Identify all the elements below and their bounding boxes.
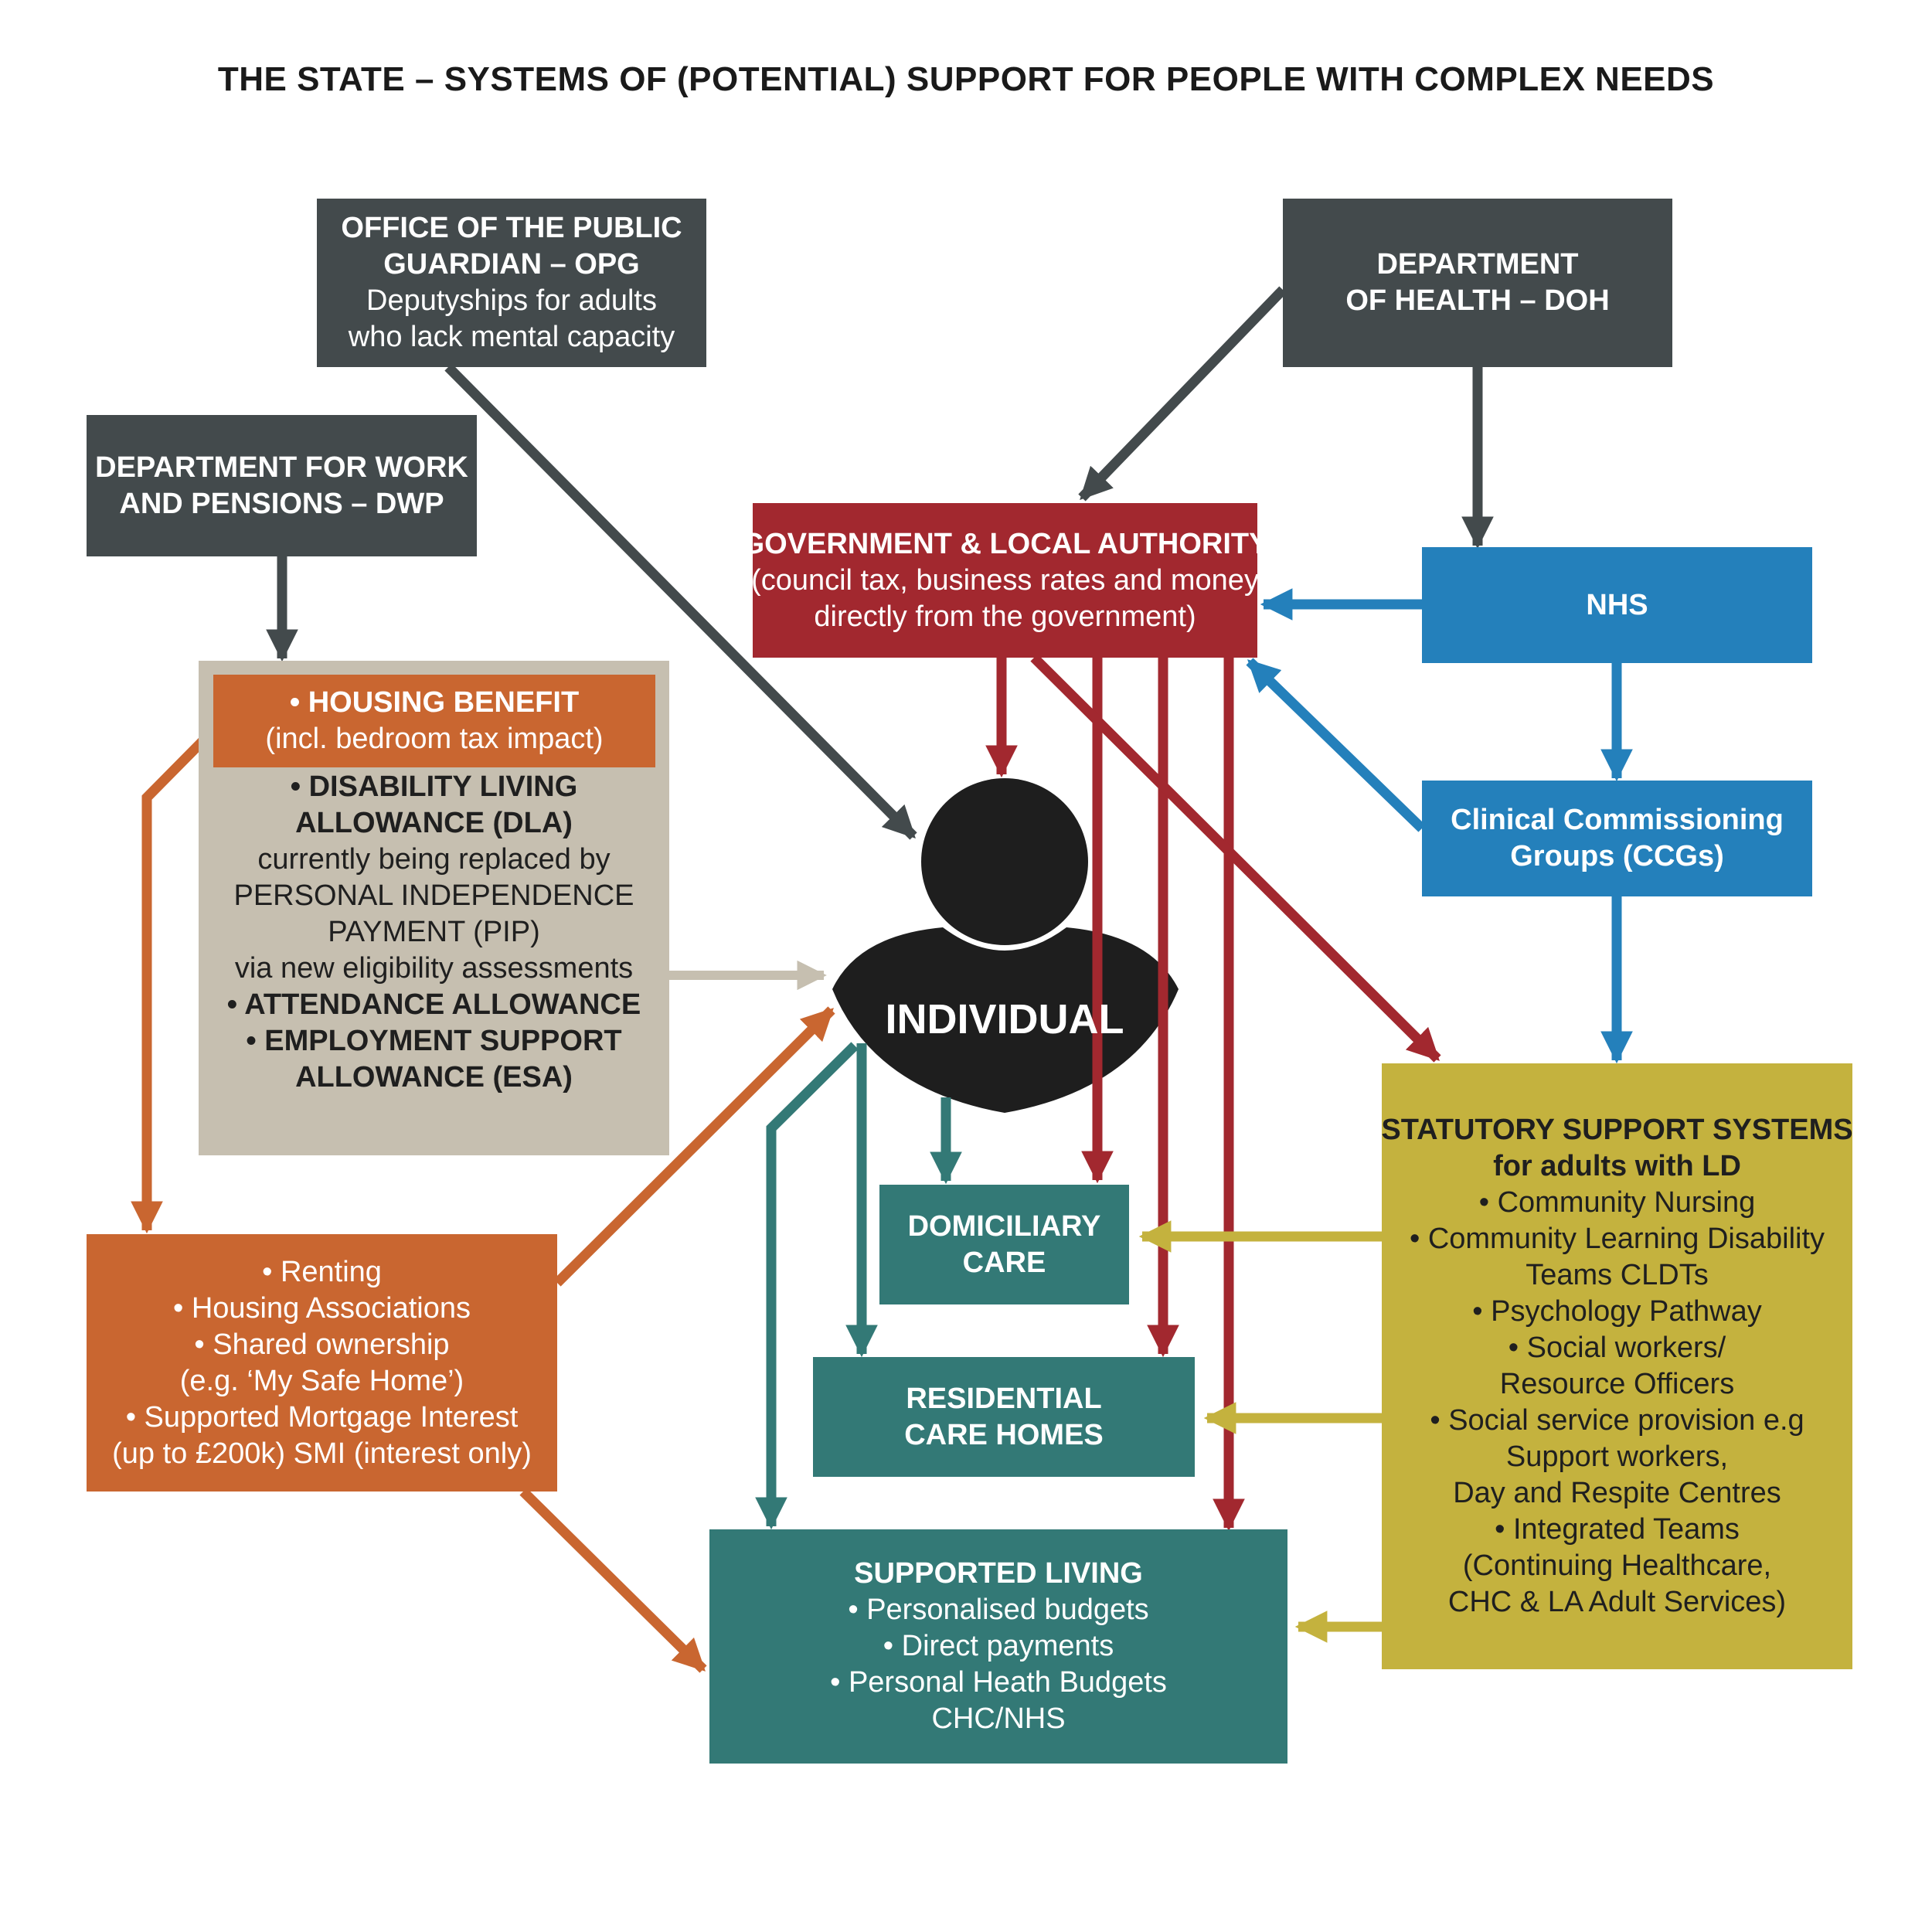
opg-line: Deputyships for adults xyxy=(366,284,657,317)
edges-teal xyxy=(755,1042,962,1530)
ccg-line: Clinical Commissioning xyxy=(1451,804,1784,836)
housing-benefit-line: (incl. bedroom tax impact) xyxy=(265,723,604,755)
statutory-line: • Community Learning Disability xyxy=(1409,1223,1825,1255)
supported-living-line: CHC/NHS xyxy=(931,1702,1066,1735)
node-housing: • Renting• Housing Associations• Shared … xyxy=(87,1234,557,1492)
individual-label: INDIVIDUAL xyxy=(885,996,1124,1043)
benefits-line: via new eligibility assessments xyxy=(234,952,634,985)
ccg-line: Groups (CCGs) xyxy=(1510,840,1724,872)
edges-orange xyxy=(131,726,835,1673)
edge-gov-to-statutory xyxy=(1030,654,1441,1063)
benefits-line: • EMPLOYMENT SUPPORT xyxy=(246,1025,622,1057)
housing-benefit-line: • HOUSING BENEFIT xyxy=(289,686,580,719)
statutory-line: • Community Nursing xyxy=(1478,1186,1756,1219)
individual-figure xyxy=(832,778,1179,1113)
edges-dark xyxy=(266,286,1494,840)
housing-line: (e.g. ‘My Safe Home’) xyxy=(179,1364,464,1397)
edge-housing-to-individual xyxy=(553,1006,835,1287)
supported-living-line: • Personalised budgets xyxy=(848,1594,1149,1626)
edge-individual-to-supported-living xyxy=(755,1042,859,1530)
dwp-line: DEPARTMENT FOR WORK xyxy=(95,451,468,484)
gov-line: GOVERNMENT & LOCAL AUTHORITY xyxy=(741,527,1269,560)
benefits-line: currently being replaced by xyxy=(257,843,611,876)
benefits-line: PAYMENT (PIP) xyxy=(328,916,540,948)
opg-line: who lack mental capacity xyxy=(348,321,675,353)
node-housing-benefit: • HOUSING BENEFIT (incl. bedroom tax impa… xyxy=(213,675,655,767)
supported-living-line: • Direct payments xyxy=(883,1630,1114,1662)
individual-body-shape xyxy=(832,927,1179,1113)
housing-line: • Renting xyxy=(262,1255,382,1288)
edges-olive xyxy=(1138,1220,1387,1643)
housing-line: (up to £200k) SMI (interest only) xyxy=(112,1437,532,1470)
statutory-line: for adults with LD xyxy=(1493,1150,1741,1182)
supported-living-line: • Personal Heath Budgets xyxy=(830,1666,1167,1699)
opg-line: GUARDIAN – OPG xyxy=(383,248,640,281)
nhs-line: NHS xyxy=(1586,588,1648,621)
doh-line: DEPARTMENT xyxy=(1376,248,1579,281)
benefits-line: PERSONAL INDEPENDENCE xyxy=(233,879,634,912)
residential-line: CARE HOMES xyxy=(904,1418,1104,1451)
housing-line: • Shared ownership xyxy=(194,1328,450,1361)
statutory-line: Support workers, xyxy=(1505,1440,1729,1473)
edge-ccg-to-gov xyxy=(1246,658,1426,832)
benefits-line: ALLOWANCE (DLA) xyxy=(295,807,573,839)
node-supported-living: SUPPORTED LIVING • Personalised budgets • … xyxy=(709,1529,1287,1764)
housing-line: • Supported Mortgage Interest xyxy=(125,1400,519,1434)
doh-line: OF HEALTH – DOH xyxy=(1345,284,1610,317)
residential-line: RESIDENTIAL xyxy=(906,1382,1102,1415)
benefits-line: • DISABILITY LIVING xyxy=(290,770,578,803)
gov-line: directly from the government) xyxy=(814,600,1196,633)
housing-line: • Housing Associations xyxy=(172,1291,471,1325)
benefits-line: ALLOWANCE (ESA) xyxy=(295,1061,573,1094)
statutory-line: CHC & LA Adult Services) xyxy=(1447,1586,1787,1618)
domiciliary-line: DOMICILIARY xyxy=(907,1209,1101,1243)
dwp-line: AND PENSIONS – DWP xyxy=(119,487,444,520)
statutory-line: (Continuing Healthcare, xyxy=(1462,1549,1772,1582)
edge-housing-to-supported-living xyxy=(519,1488,707,1673)
statutory-line: • Integrated Teams xyxy=(1495,1513,1740,1546)
page-title: THE STATE – SYSTEMS OF (POTENTIAL) SUPPO… xyxy=(217,60,1715,98)
supported-living-line: SUPPORTED LIVING xyxy=(854,1557,1143,1590)
edge-doh-to-gov xyxy=(1078,286,1287,502)
statutory-line: Resource Officers xyxy=(1499,1368,1735,1400)
statutory-line: Day and Respite Centres xyxy=(1453,1477,1781,1509)
node-gov: GOVERNMENT & LOCAL AUTHORITY(council tax… xyxy=(742,503,1268,658)
individual-head-shape xyxy=(921,778,1088,945)
edge-housing-benefit-to-housing xyxy=(131,726,217,1234)
edges-red xyxy=(985,654,1441,1532)
node-nhs: NHS xyxy=(1422,547,1812,663)
node-statutory: STATUTORY SUPPORT SYSTEMS for adults with… xyxy=(1381,1063,1853,1669)
domiciliary-line: CARE xyxy=(962,1246,1046,1279)
edges-blue xyxy=(1246,588,1633,1064)
benefits-line: • ATTENDANCE ALLOWANCE xyxy=(226,988,641,1021)
statutory-line: • Social workers/ xyxy=(1508,1332,1726,1364)
gov-line: (council tax, business rates and money xyxy=(751,563,1259,597)
statutory-line: • Social service provision e.g xyxy=(1430,1404,1804,1437)
edge-opg-to-individual xyxy=(444,363,917,840)
opg-line: OFFICE OF THE PUBLIC xyxy=(341,212,682,244)
statutory-line: • Psychology Pathway xyxy=(1472,1295,1762,1328)
statutory-line: STATUTORY SUPPORT SYSTEMS xyxy=(1381,1114,1853,1146)
statutory-line: Teams CLDTs xyxy=(1526,1259,1709,1291)
